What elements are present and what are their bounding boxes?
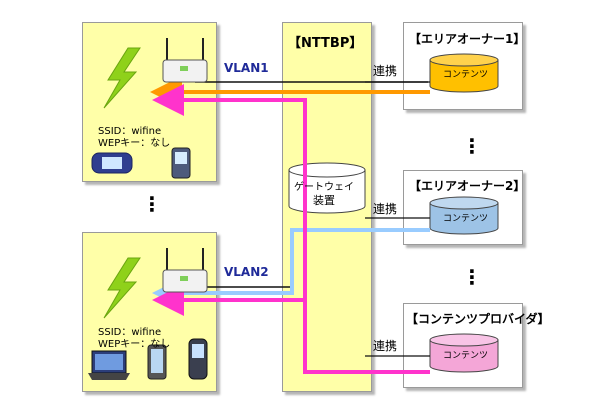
provider-title-3: 【コンテンツプロバイダ】: [406, 312, 550, 326]
content-label-1: コンテンツ: [443, 70, 489, 80]
ssid-label-1: SSID：wifine: [98, 126, 162, 137]
vlan1-label: VLAN1: [224, 61, 269, 75]
gateway-cylinder: [288, 162, 366, 214]
flip-phone-icon: [188, 338, 208, 380]
smartphone-icon: [147, 344, 167, 380]
content-cylinder-2: [429, 196, 499, 235]
content-label-3: コンテンツ: [443, 351, 489, 361]
access-point-icon: [162, 38, 208, 83]
content-cylinder-1: [429, 53, 499, 93]
access-point-icon: [162, 248, 208, 293]
link-label-1: 連携: [373, 64, 398, 78]
ellipsis-right-2: ⋮: [462, 265, 482, 289]
ellipsis-right-1: ⋮: [462, 134, 482, 158]
phone-icon: [171, 147, 191, 179]
nttbp-title: 【NTTBP】: [288, 36, 363, 51]
vlan2-label: VLAN2: [224, 265, 269, 279]
content-cylinder-3: [429, 333, 499, 373]
provider-title-1: 【エリアオーナー1】: [409, 32, 526, 46]
wep-label-2: WEPキー：なし: [98, 339, 171, 350]
lightblue-flow-arrow: [152, 228, 430, 309]
gateway-label-line1: ゲートウェイ: [294, 182, 354, 193]
lightning-bolt-icon: [103, 257, 141, 319]
ellipsis-left: ⋮: [142, 192, 162, 216]
laptop-icon: [88, 350, 130, 380]
link-label-2: 連携: [373, 202, 398, 216]
magenta-flow-arrow-1: [152, 84, 430, 374]
wep-label-1: WEPキー：なし: [98, 138, 171, 149]
game-console-icon: [91, 152, 133, 174]
content-label-2: コンテンツ: [443, 214, 489, 224]
gateway-label-line2: 装置: [313, 194, 335, 207]
lightning-bolt-icon: [103, 47, 141, 109]
provider-title-2: 【エリアオーナー2】: [409, 179, 526, 193]
link-label-3: 連携: [373, 339, 398, 353]
ssid-label-2: SSID：wifine: [98, 327, 162, 338]
